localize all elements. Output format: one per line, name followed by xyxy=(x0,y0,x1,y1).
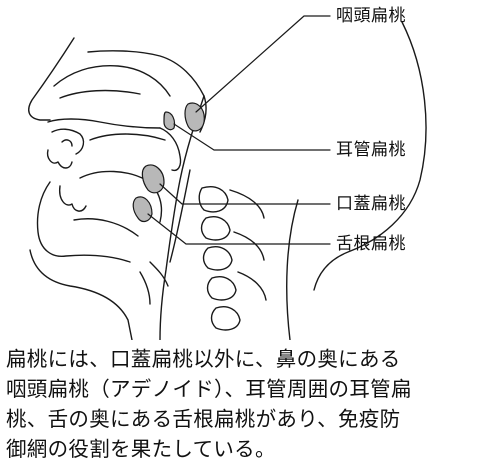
pharynx-wall xyxy=(159,95,205,340)
head-back xyxy=(313,21,427,291)
caption-line: 扁桃には、口蓋扁桃以外に、鼻の奥にある xyxy=(6,347,401,371)
lingual-tonsil xyxy=(132,196,153,223)
upper-teeth xyxy=(46,149,73,169)
label-palatine-tonsil: 口蓋扁桃 xyxy=(336,194,406,214)
soft-palate xyxy=(159,127,182,172)
head-section-diagram xyxy=(28,15,427,340)
leader-tubal xyxy=(173,123,331,151)
pharyngeal-tonsil xyxy=(184,102,205,132)
neck-front xyxy=(29,249,133,340)
epiglottis xyxy=(149,261,169,287)
leader-palatine xyxy=(159,183,331,205)
lower-jaw xyxy=(36,181,131,263)
hard-palate xyxy=(47,118,161,129)
cervical-spine xyxy=(198,186,267,331)
palatine-tonsil xyxy=(141,164,165,194)
face-outline xyxy=(28,37,75,121)
label-lingual-tonsil: 舌根扁桃 xyxy=(336,234,406,254)
nasal-cavity-outline xyxy=(87,50,207,133)
leader-lingual xyxy=(147,213,331,245)
tubal-tonsil xyxy=(163,111,176,131)
caption-line: 桃、舌の奥にある舌根扁桃があり、免疫防 xyxy=(6,407,401,431)
leader-pharyngeal xyxy=(195,15,331,113)
label-tubal-tonsil: 耳管扁桃 xyxy=(336,140,406,160)
caption-line: 御網の役割を果たしている。 xyxy=(6,437,276,461)
label-pharyngeal-tonsil: 咽頭扁桃 xyxy=(336,6,406,26)
caption: 扁桃には、口蓋扁桃以外に、鼻の奥にある 咽頭扁桃（アデノイド）、耳管周囲の耳管扁… xyxy=(6,344,476,464)
caption-line: 咽頭扁桃（アデノイド）、耳管周囲の耳管扁 xyxy=(6,377,412,401)
